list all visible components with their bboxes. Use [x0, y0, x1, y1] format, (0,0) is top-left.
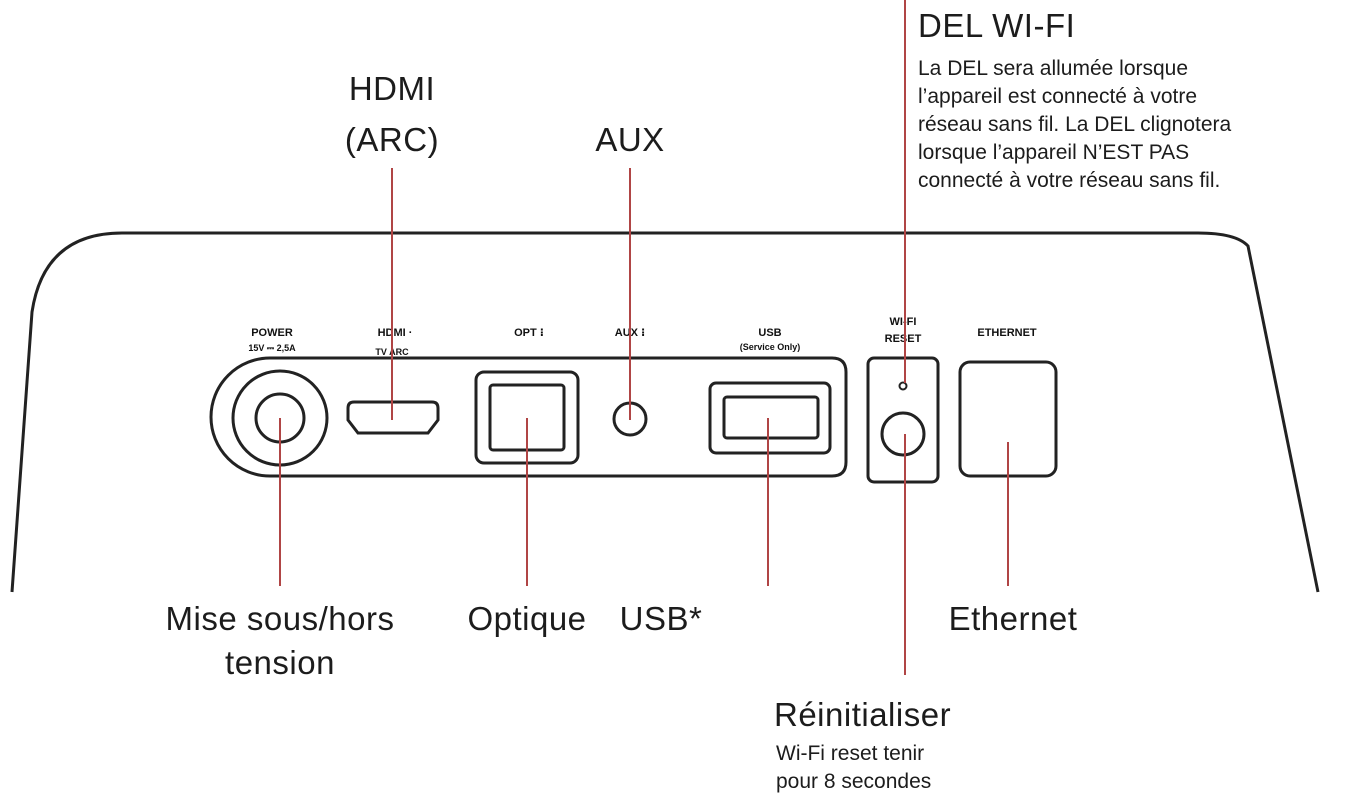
reset-button	[880, 411, 926, 457]
callout-wifi-led-desc-line: La DEL sera allumée lorsque	[918, 57, 1188, 80]
panel-label-usb-note: (Service Only)	[740, 342, 801, 352]
callout-usb: USB*	[620, 600, 703, 637]
usb-port-inner	[722, 395, 820, 440]
callout-power-line1: Mise sous/hors	[166, 600, 395, 637]
callout-reset-desc-line: Wi-Fi reset tenir	[776, 742, 924, 765]
panel-label-reset: RESET	[885, 333, 922, 345]
callout-power-line2: tension	[225, 644, 335, 681]
callout-aux: AUX	[595, 121, 664, 158]
callout-reset-desc-line: pour 8 secondes	[776, 770, 931, 793]
hdmi-port	[346, 400, 440, 435]
panel-label-hdmi: HDMI ·	[378, 327, 413, 339]
callout-wifi-led-desc-line: connecté à votre réseau sans fil.	[918, 169, 1220, 192]
leader-lines	[279, 0, 1009, 675]
panel-label-power: POWER	[251, 327, 293, 339]
panel-label-wifi: WI-FI	[890, 316, 917, 328]
callout-wifi-led-title: DEL WI-FI	[918, 7, 1075, 44]
callout-ethernet: Ethernet	[949, 600, 1078, 637]
panel-label-usb: USB	[758, 327, 781, 339]
callout-hdmi-line2: (ARC)	[345, 121, 439, 158]
usb-port-outer	[708, 381, 832, 455]
callout-wifi-led-desc-line: l’appareil est connecté à votre	[918, 85, 1197, 108]
wifi-led-indicator	[898, 381, 908, 391]
port-group-panel	[209, 356, 848, 478]
panel-label-opt: OPT ⁝	[514, 327, 544, 339]
panel-label-power-rating: 15V ⎓ 2,5A	[248, 343, 296, 353]
device-body-outline	[10, 231, 1320, 593]
panel-label-ethernet: ETHERNET	[977, 327, 1037, 339]
wifi-reset-panel	[866, 356, 940, 484]
callout-wifi-led-desc-line: lorsque l’appareil N’EST PAS	[918, 141, 1189, 164]
callout-reset-title: Réinitialiser	[774, 696, 951, 733]
callout-optical: Optique	[467, 600, 586, 637]
callout-wifi-led-desc-line: réseau sans fil. La DEL clignotera	[918, 113, 1232, 136]
callout-hdmi-line1: HDMI	[349, 70, 435, 107]
